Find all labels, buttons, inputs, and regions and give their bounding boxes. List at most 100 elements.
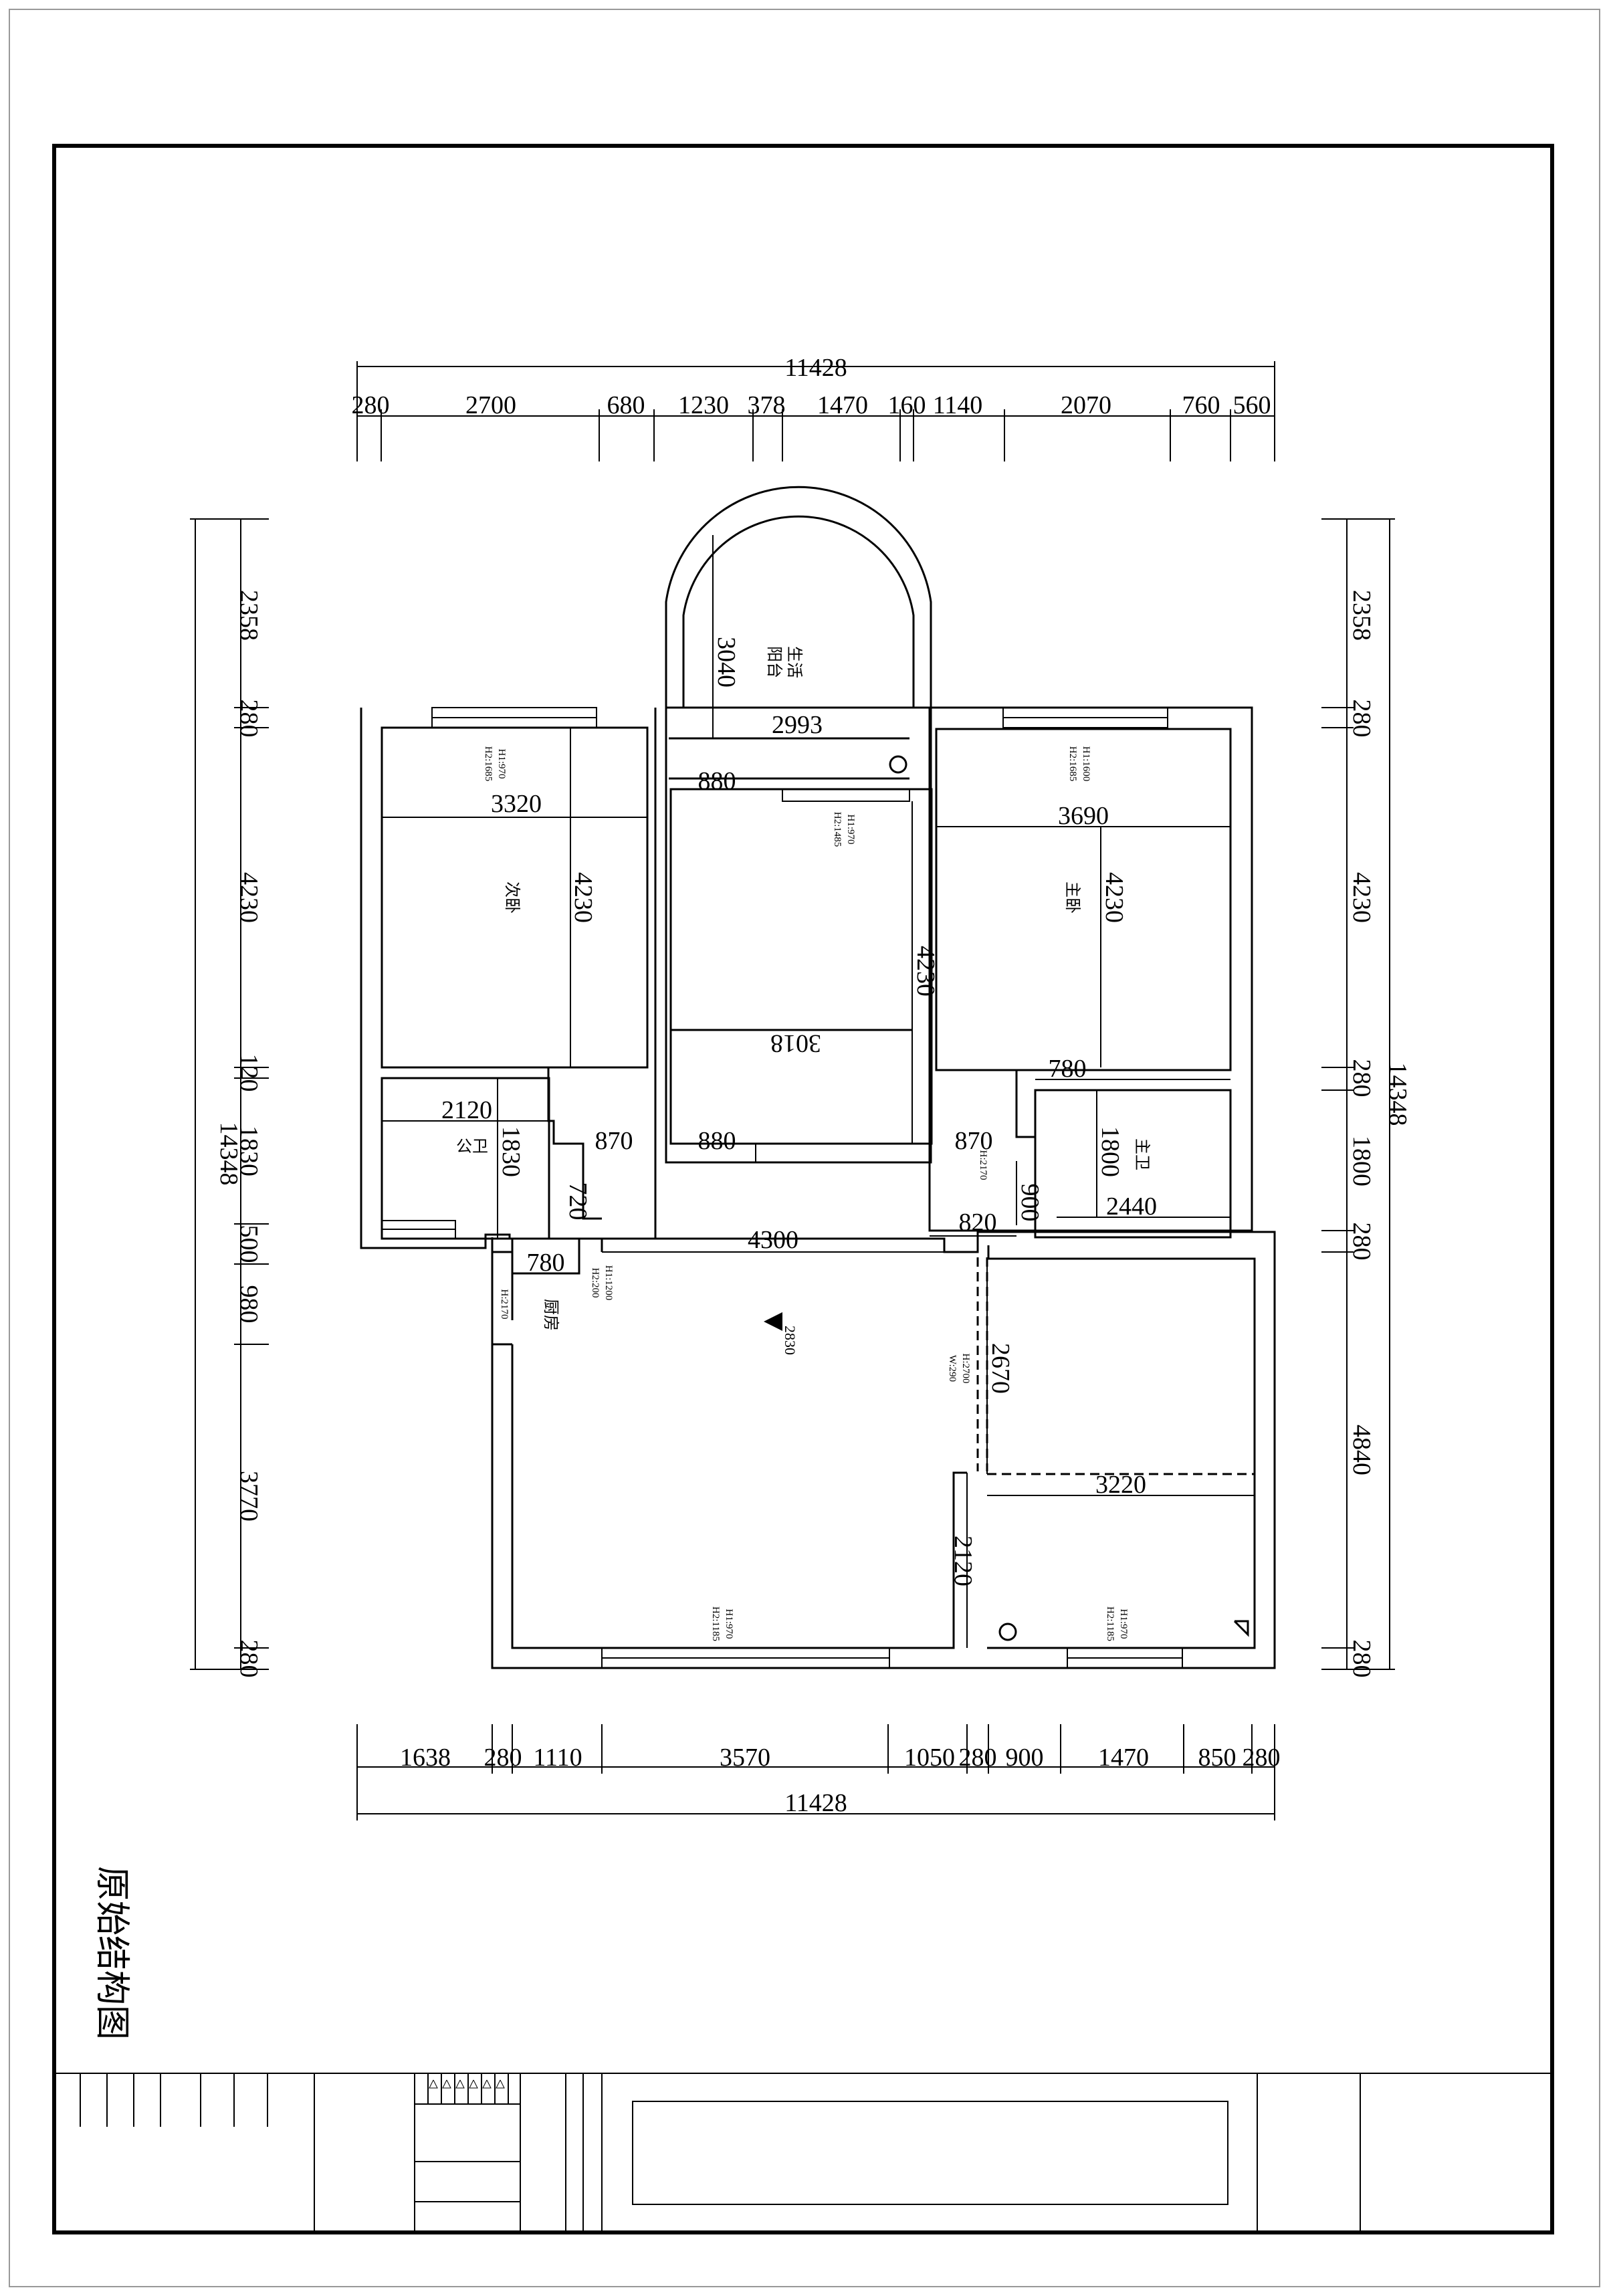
dim-top-seg: 2700 [465,391,516,419]
interior-dimensions: 3040 2993 880 3320 4230 4230 3018 3690 4… [441,637,1157,1586]
dim-lower-height: 2120 [949,1536,977,1586]
dim-master-bath-width: 2440 [1106,1192,1157,1221]
dim-top-seg: 160 [888,391,926,419]
dim-right-seg: 280 [1348,700,1376,738]
note: H1:970 [1118,1609,1129,1639]
dim-balcony-width: 2993 [772,711,823,739]
dim-right-seg: 4840 [1348,1425,1376,1475]
dimension-lines [190,361,1395,1820]
dim-living-width: 4300 [748,1226,798,1254]
paper-border [9,9,1600,2287]
drawing-title-text: 原始结构图 [92,1866,132,2040]
dim-right-total: 14348 [1384,1063,1412,1126]
dim-bottom-seg: 1050 [904,1744,955,1772]
room-label-balcony-line1: 生活 [785,646,804,678]
dim-top-seg: 760 [1182,391,1220,419]
dim-second-bedroom-width: 3320 [491,790,542,818]
dim-master-bath-offset: 780 [1049,1055,1087,1083]
dim-top-seg: 1140 [933,391,983,419]
note: H2:1685 [1067,746,1078,782]
dim-middle-width: 3018 [770,1029,821,1057]
room-labels: 生活 阳台 次卧 主卧 公卫 主卫 厨房 [456,646,1152,1331]
note: H:2170 [499,1289,510,1320]
dim-door-mid: 880 [698,1127,736,1155]
note: H2:1485 [832,812,843,847]
room-label-balcony-line2: 阳台 [765,646,784,678]
dim-left-seg: 500 [235,1225,263,1263]
dim-master-width: 3690 [1058,802,1109,830]
dim-left-seg: 2358 [235,590,263,641]
dim-left-seg: 980 [235,1285,263,1324]
dim-master-bath-height: 1800 [1096,1126,1124,1177]
room-label-master-bathroom: 主卫 [1133,1138,1152,1170]
note: W:290 [947,1355,958,1382]
dim-right-seg: 280 [1348,1059,1376,1098]
note: H1:1600 [1081,746,1091,782]
room-label-kitchen: 厨房 [542,1299,560,1331]
dim-bottom-seg: 900 [1006,1744,1044,1772]
dim-left-total: 14348 [215,1122,243,1186]
title-block [54,2073,1552,2232]
note: H2:1685 [483,746,494,782]
dim-balcony-height: 3040 [712,637,740,688]
window-notes: H1:970 H2:1685 H1:970 H2:1485 H1:1600 H2… [483,746,1129,1641]
dim-bottom-total: 11428 [784,1789,847,1817]
dim-second-bedroom-height: 4230 [569,872,597,923]
note: H1:970 [845,815,856,845]
note: H:2170 [978,1150,988,1180]
room-label-second-bedroom: 次卧 [503,881,522,914]
drawing-frame [52,144,1554,2234]
dim-top-seg: 1470 [817,391,868,419]
note: H1:970 [496,749,507,779]
dim-public-bath-height: 1830 [497,1126,525,1177]
dim-top-seg: 280 [352,391,390,419]
dim-left-seg: 280 [235,700,263,738]
room-label-public-bathroom: 公卫 [456,1137,488,1156]
dim-bottom-seg: 280 [484,1744,522,1772]
note: H2:1185 [1105,1606,1115,1641]
dim-bottom-segments: 1638 280 1110 3570 1050 280 900 1470 850… [400,1744,1281,1772]
dim-top-seg: 560 [1233,391,1271,419]
dim-top-segments: 280 2700 680 1230 378 1470 160 1140 2070… [352,391,1271,419]
dim-right-segments: 2358 280 4230 280 1800 280 4840 280 [1348,590,1376,1678]
dim-right-room-width: 3220 [1095,1471,1146,1499]
dim-step-900: 900 [1016,1184,1044,1222]
dim-left-seg: 120 [235,1054,263,1092]
dim-right-seg: 280 [1348,1640,1376,1678]
dim-top-seg: 680 [607,391,645,419]
ceiling-marker-icon [764,1312,782,1331]
dim-corridor: 880 [698,767,736,795]
dim-bottom-seg: 1638 [400,1744,451,1772]
dim-step-720: 720 [564,1182,592,1221]
dim-top-seg: 2070 [1061,391,1111,419]
dim-door-left: 870 [595,1127,633,1155]
note: H2:200 [590,1268,601,1298]
dim-bottom-seg: 1470 [1098,1744,1149,1772]
dim-left-seg: 280 [235,1640,263,1678]
dim-left-segments: 2358 280 4230 120 1830 500 980 3770 280 [235,590,263,1678]
dim-right-seg: 280 [1348,1223,1376,1261]
dim-master-height: 4230 [1100,872,1128,923]
note: H2:1185 [710,1606,721,1641]
dim-bottom-seg: 280 [1243,1744,1281,1772]
dim-top-seg: 378 [748,391,786,419]
dim-top-seg: 1230 [678,391,729,419]
dim-right-seg: 4230 [1348,872,1376,923]
dim-bottom-seg: 850 [1198,1744,1237,1772]
note: H:2700 [960,1354,971,1384]
note: H1:970 [724,1609,734,1639]
dim-bottom-seg: 1110 [533,1744,582,1772]
dim-bottom-seg: 280 [959,1744,997,1772]
dim-left-seg: 4230 [235,872,263,923]
dim-left-seg: 3770 [235,1471,263,1522]
dim-step-820: 820 [959,1209,997,1237]
dim-kitchen-width: 780 [527,1249,565,1277]
title-block-tiny-marks [429,2079,505,2089]
dim-right-seg: 2358 [1348,590,1376,641]
dim-top-total: 11428 [784,354,847,382]
dim-ceiling-height: 2830 [782,1326,798,1355]
dim-bottom-seg: 3570 [720,1744,770,1772]
dim-right-room-height: 2670 [986,1343,1014,1394]
